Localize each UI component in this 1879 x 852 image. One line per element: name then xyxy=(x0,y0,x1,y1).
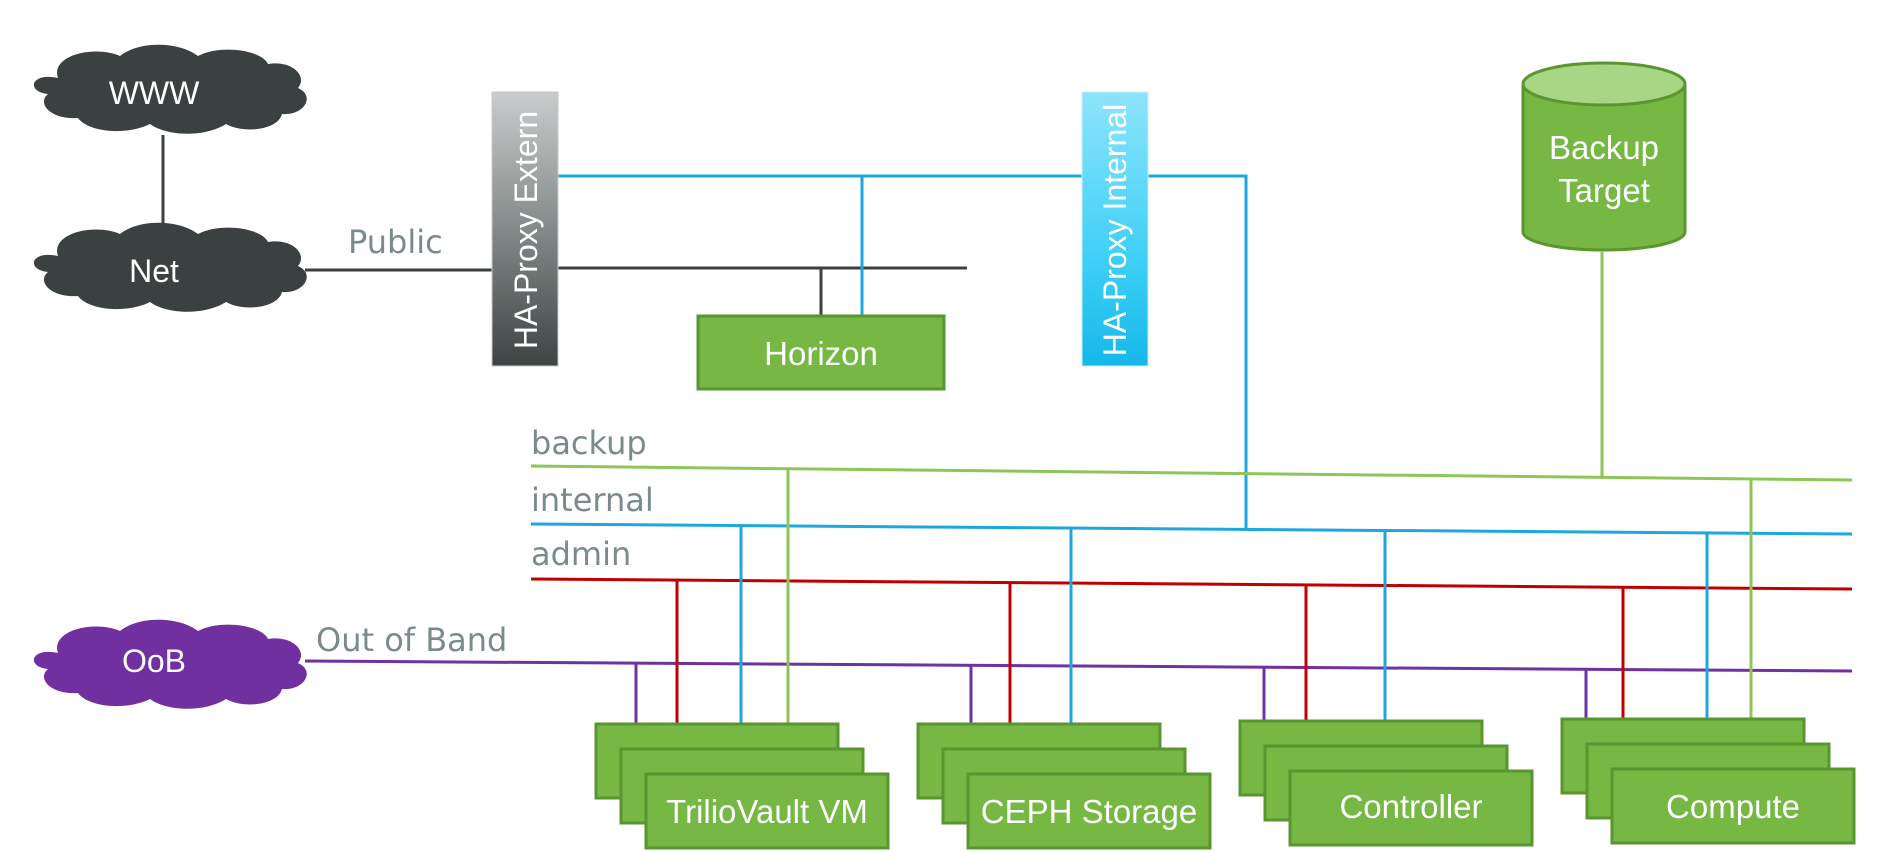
www-label: WWW xyxy=(109,75,200,111)
compute-node-stack: Compute xyxy=(1560,717,1856,845)
admin-network-line xyxy=(530,577,1853,591)
internal-network-label: internal xyxy=(531,481,654,519)
controller-label: Controller xyxy=(1339,788,1482,825)
ha-proxy-internal: HA-Proxy Internal xyxy=(1081,91,1149,367)
controller-node-stack: Controller xyxy=(1238,719,1534,847)
internal-network-line xyxy=(530,522,1853,536)
backup-network-label: backup xyxy=(531,424,647,462)
www-cloud: WWW xyxy=(33,44,307,134)
backup-target: Backup Target xyxy=(1521,61,1687,252)
oob-network-line xyxy=(304,659,1853,673)
backup-network-line xyxy=(530,464,1853,482)
ha-proxy-extern-label: HA-Proxy Extern xyxy=(508,111,544,349)
ha-proxy-internal-label: HA-Proxy Internal xyxy=(1097,104,1133,357)
public-label: Public xyxy=(348,223,443,261)
internal-proxy-link xyxy=(1147,174,1248,530)
oob-cloud: OoB xyxy=(33,619,307,709)
ceph-node-stack: CEPH Storage xyxy=(916,722,1212,850)
triliovault-label: TrilioVault VM xyxy=(666,793,868,830)
net-label: Net xyxy=(129,253,179,289)
backup-target-label-1: Backup xyxy=(1549,129,1659,166)
compute-label: Compute xyxy=(1666,788,1800,825)
backup-target-label-2: Target xyxy=(1558,172,1650,209)
horizon-label: Horizon xyxy=(764,335,878,372)
admin-network-label: admin xyxy=(531,535,631,573)
horizon-box: Horizon xyxy=(696,314,946,391)
ha-proxy-extern: HA-Proxy Extern xyxy=(491,91,559,367)
oob-network-label: Out of Band xyxy=(316,621,507,659)
triliovault-node-stack: TrilioVault VM xyxy=(594,722,890,850)
ceph-label: CEPH Storage xyxy=(981,793,1197,830)
net-cloud: Net xyxy=(33,222,307,312)
oob-label: OoB xyxy=(122,643,186,679)
